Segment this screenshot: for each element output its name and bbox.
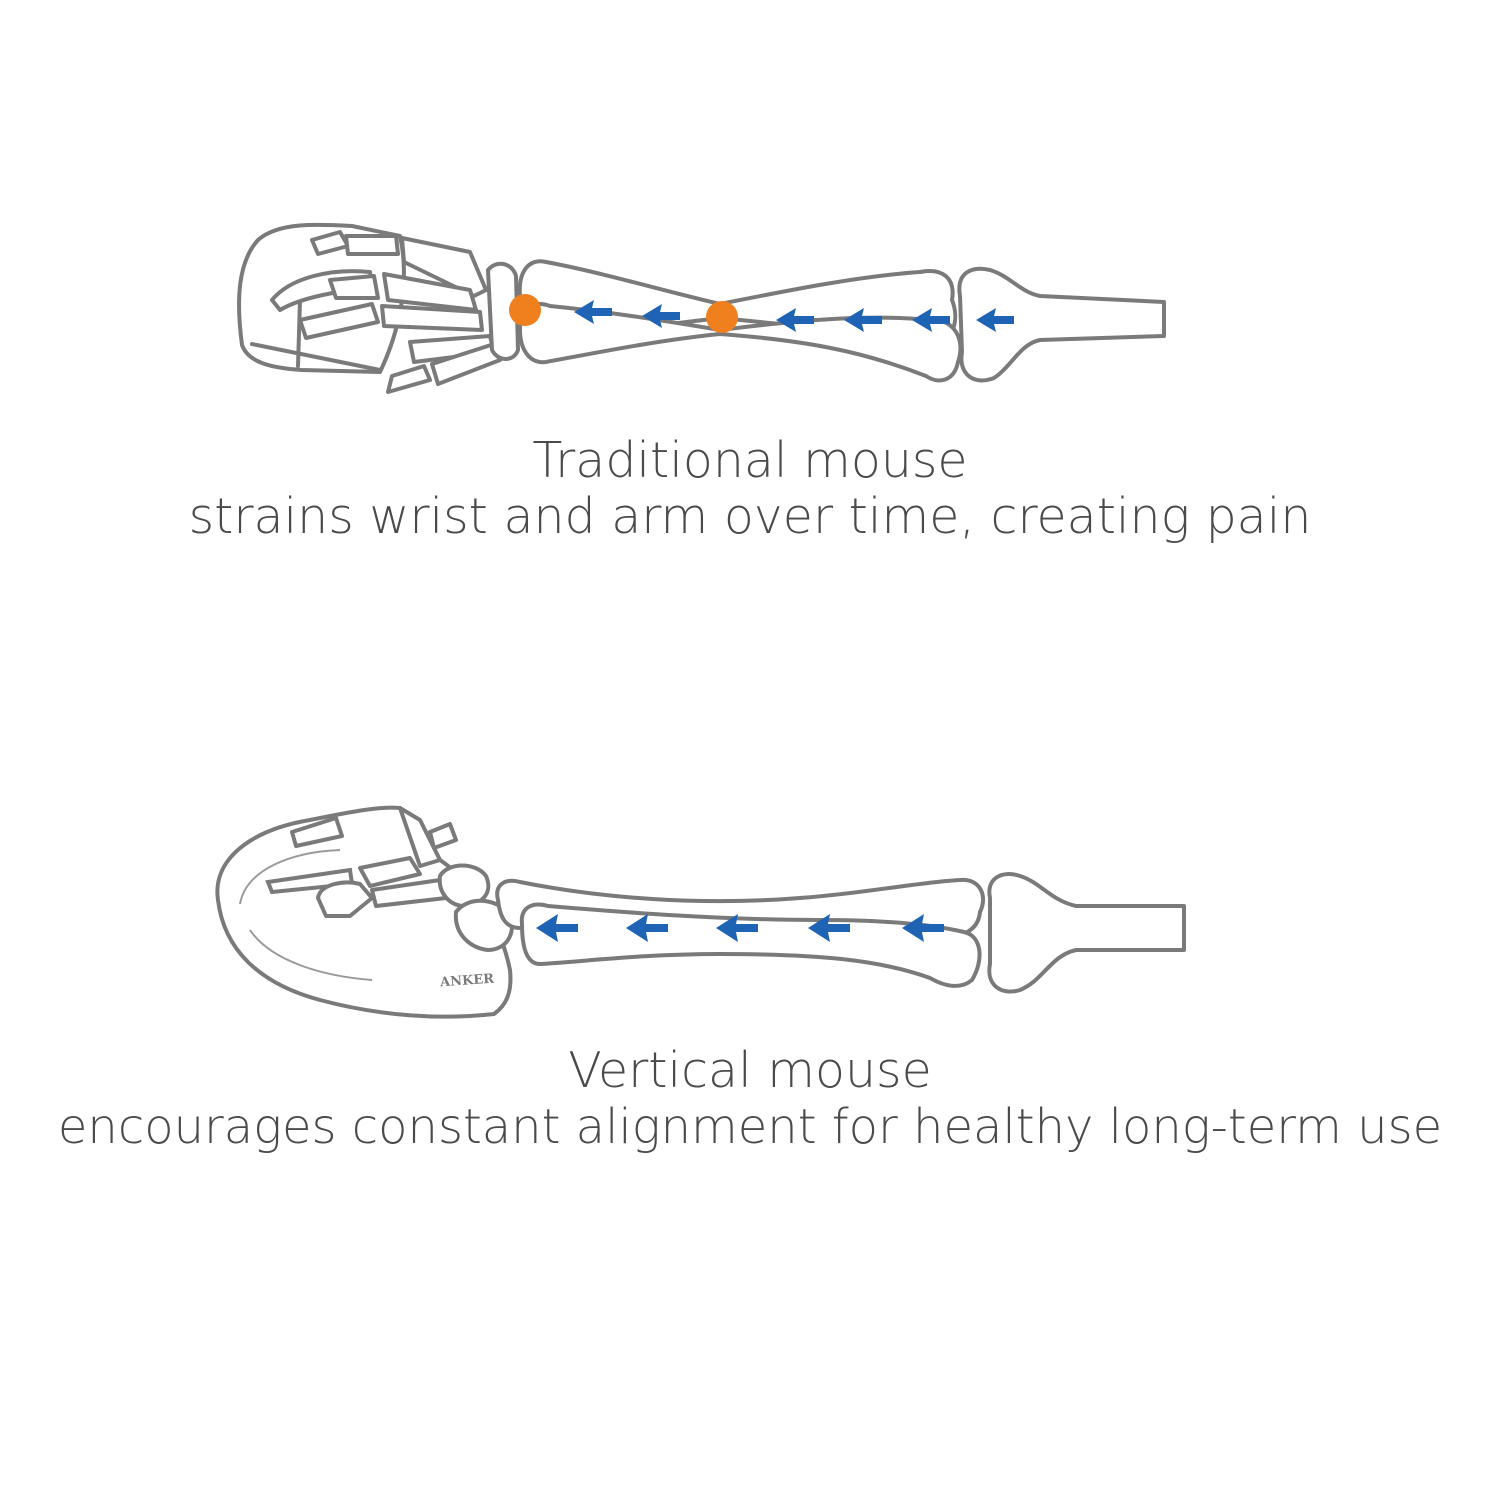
traditional-mouse-icon xyxy=(237,222,406,374)
traditional-mouse-subtitle: strains wrist and arm over time, creatin… xyxy=(188,488,1312,545)
humerus-bone-icon xyxy=(987,872,1186,994)
strain-points xyxy=(509,294,738,333)
force-arrow-icon xyxy=(844,308,882,332)
vertical-mouse-illustration: ANKER xyxy=(215,805,1186,1019)
force-arrow-icon xyxy=(716,914,758,942)
force-arrow-icon xyxy=(574,300,612,324)
traditional-mouse-illustration xyxy=(237,222,1166,394)
vertical-mouse-caption: Vertical mouse encourages constant align… xyxy=(0,1042,1500,1156)
force-arrow-icon xyxy=(642,304,680,328)
force-arrow-icon xyxy=(912,308,950,332)
traditional-mouse-caption: Traditional mouse strains wrist and arm … xyxy=(0,433,1500,545)
force-arrow-icon xyxy=(902,914,944,942)
vertical-mouse-title: Vertical mouse xyxy=(568,1042,932,1099)
hand-skeleton-icon xyxy=(316,806,514,952)
force-arrow-icon xyxy=(808,914,850,942)
brand-logo: ANKER xyxy=(439,972,495,991)
forearm-bones-icon xyxy=(517,259,963,383)
force-arrows xyxy=(536,914,944,942)
force-arrows xyxy=(574,300,1014,332)
force-arrow-icon xyxy=(776,308,814,332)
force-arrow-icon xyxy=(626,914,668,942)
force-arrow-icon xyxy=(976,308,1014,332)
traditional-mouse-title: Traditional mouse xyxy=(532,432,968,489)
strain-point-forearm xyxy=(706,301,738,333)
force-arrow-icon xyxy=(536,914,578,942)
hand-skeleton-icon xyxy=(270,230,520,394)
strain-point-wrist xyxy=(509,294,541,326)
vertical-mouse-subtitle: encourages constant alignment for health… xyxy=(57,1099,1443,1155)
humerus-bone-icon xyxy=(957,266,1166,383)
